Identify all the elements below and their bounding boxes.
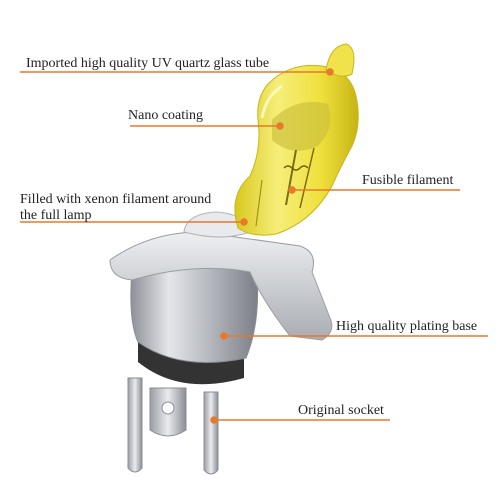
label-plating-base: High quality plating base [336,319,478,334]
socket-pins [127,377,219,475]
label-original-socket: Original socket [298,403,384,418]
leader-lines [20,68,488,424]
label-xenon-filled: Filled with xenon filament around the fu… [20,192,212,223]
label-nano-coating: Nano coating [128,108,204,123]
glass-tip [325,43,355,77]
label-uv-quartz-tube: Imported high quality UV quartz glass tu… [26,56,270,71]
label-fusible-filament: Fusible filament [362,173,454,188]
filament-assembly [255,102,331,227]
